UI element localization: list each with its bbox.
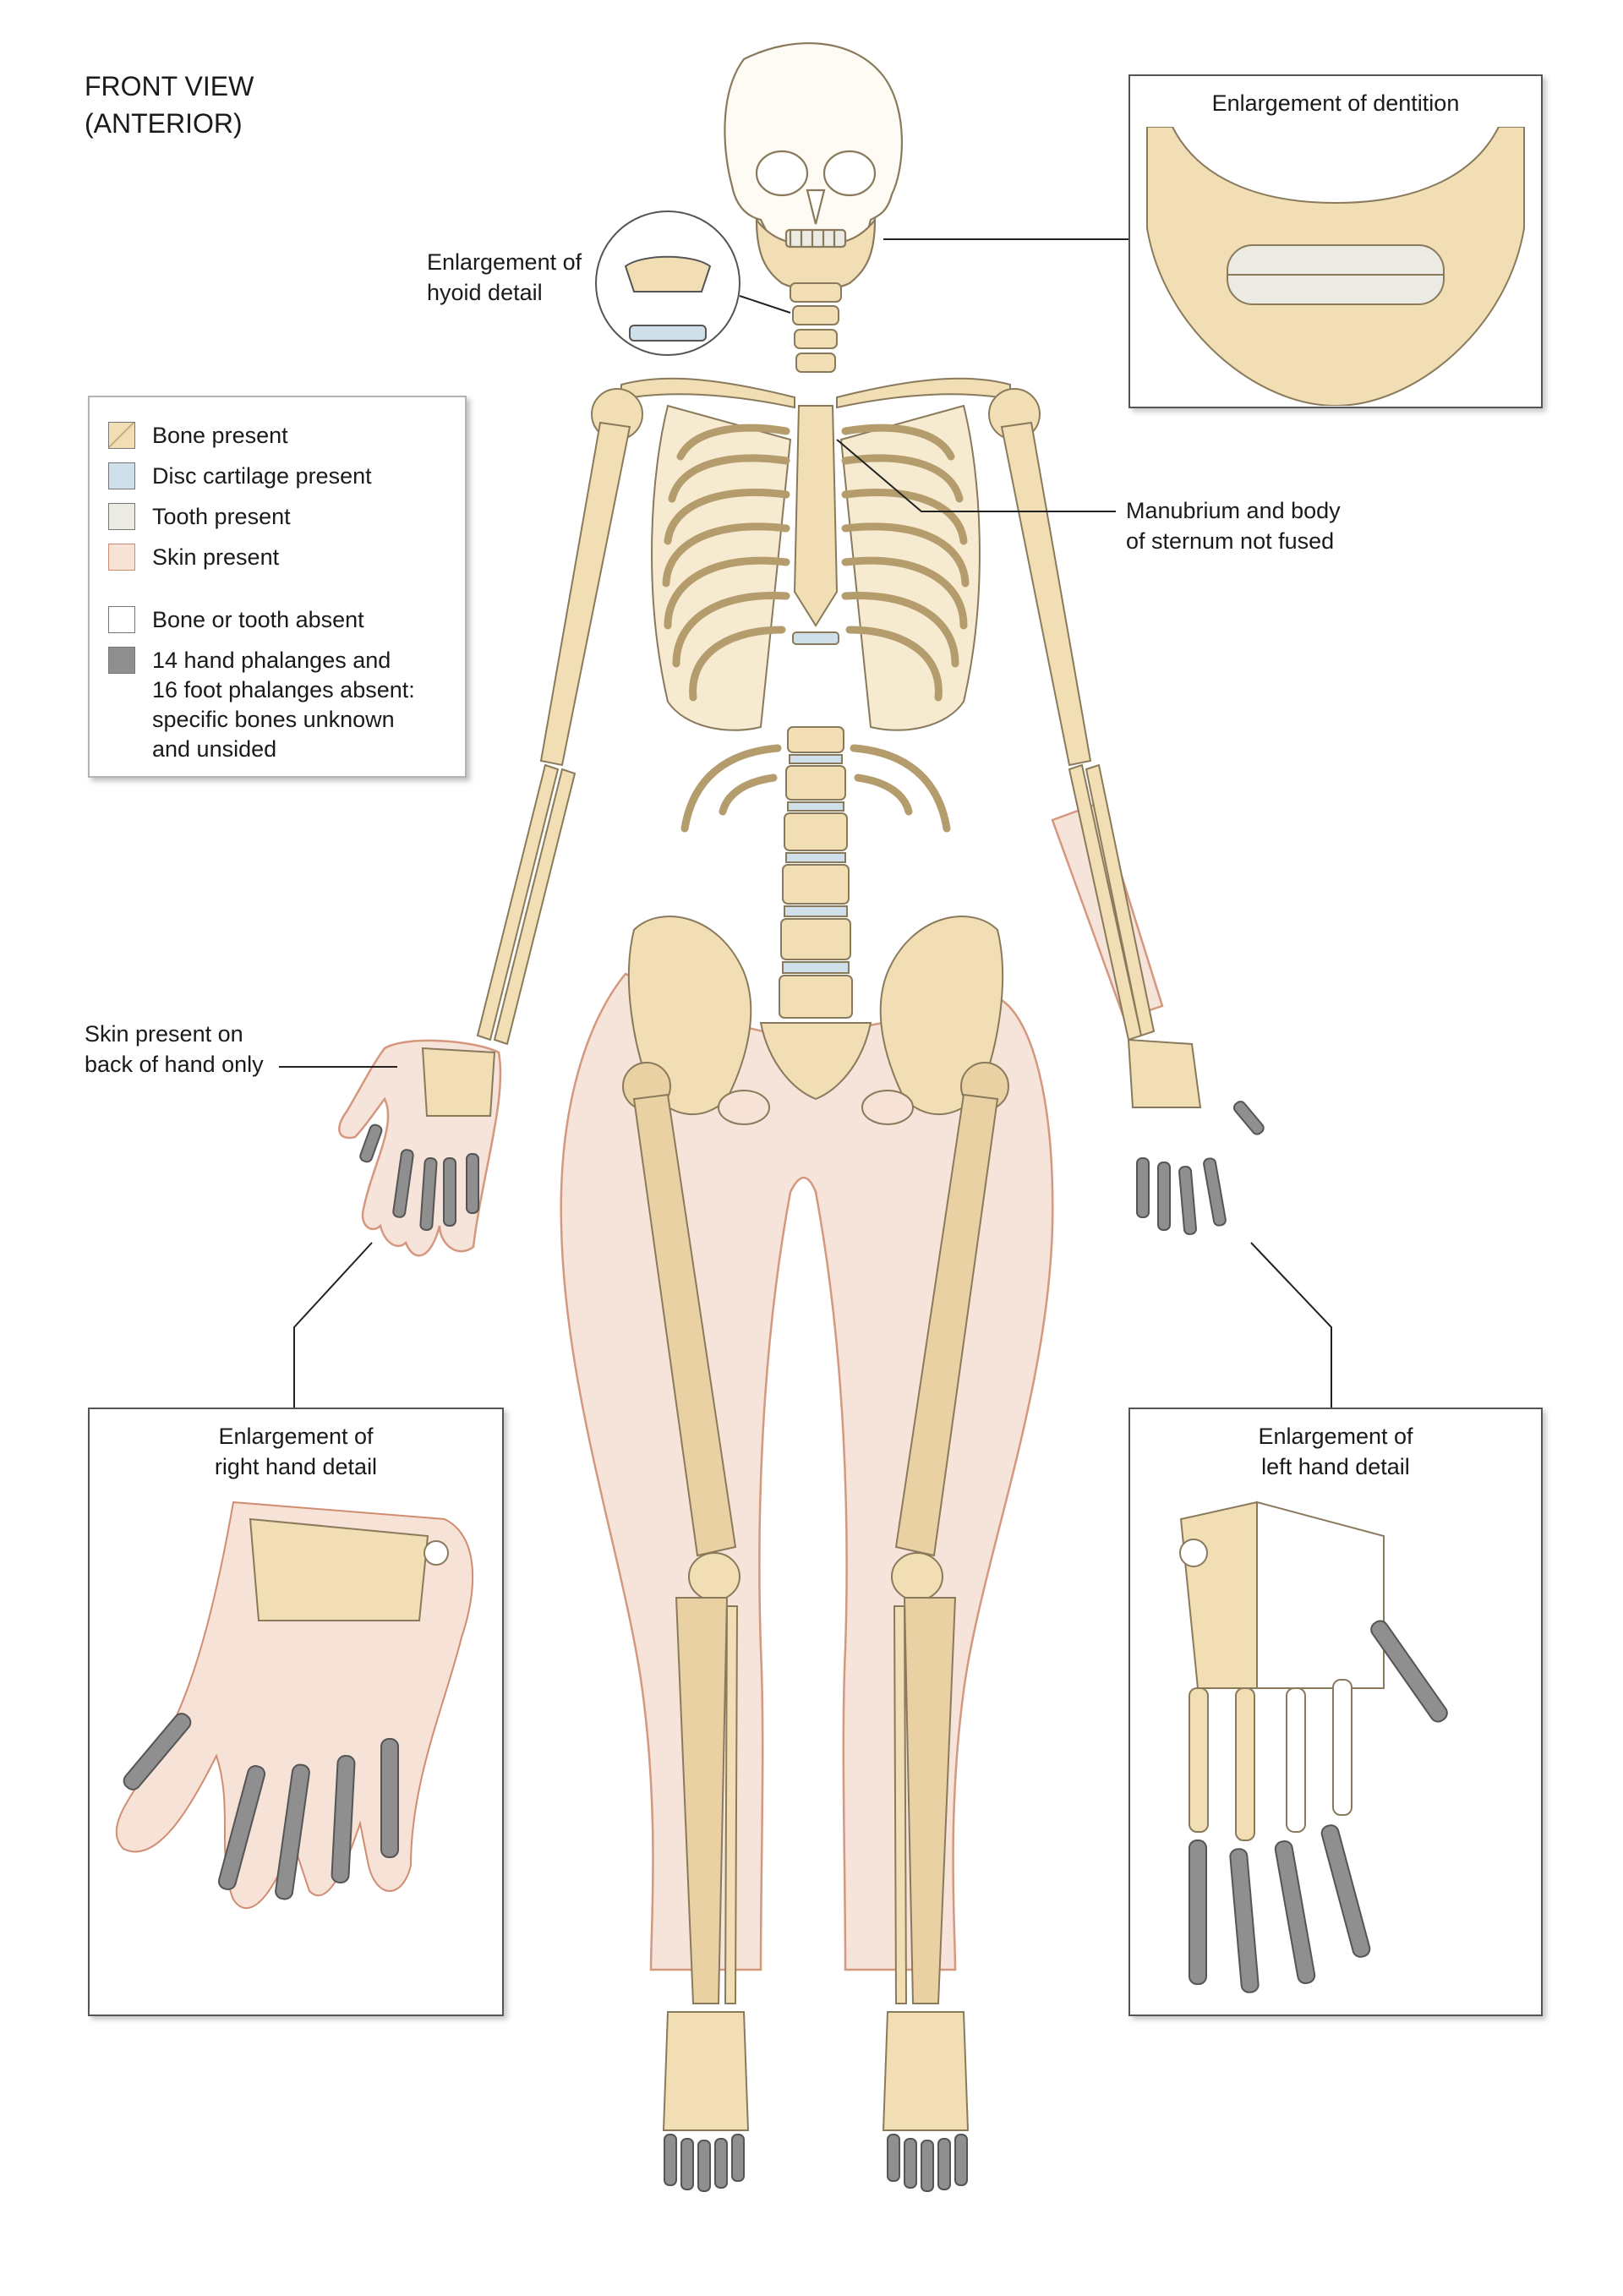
left-hand-enlargement-box: Enlargement of left hand detail <box>1128 1408 1543 2016</box>
right-hand-illustration <box>115 1501 474 1910</box>
left-hand-leader <box>1250 1242 1332 1408</box>
nasal-cavity <box>806 189 826 225</box>
dentition-box-title: Enlargement of dentition <box>1211 90 1460 116</box>
sternum <box>793 405 839 627</box>
bone-swatch <box>108 422 135 449</box>
cranium <box>724 42 904 267</box>
ribs <box>662 424 970 702</box>
legend-item-unknown: 14 hand phalanges and 16 foot phalanges … <box>108 646 415 764</box>
right-obturator <box>718 1090 770 1125</box>
legend: Bone present Disc cartilage present Toot… <box>88 396 467 778</box>
sacrum <box>759 1022 872 1101</box>
left-hand-box-title: Enlargement of left hand detail <box>1258 1424 1413 1479</box>
right-femur <box>632 1093 737 1557</box>
right-foot <box>662 2011 750 2131</box>
rib-cage-outline <box>651 404 981 731</box>
sternum-leader <box>836 439 1116 512</box>
arms <box>476 388 1156 1046</box>
absent-swatch <box>108 606 135 633</box>
lumbar-discs-and-vertebrae <box>779 726 853 1019</box>
legend-label: Disc cartilage present <box>152 463 372 489</box>
floating-ribs <box>680 744 951 833</box>
skin-hand-callout-label: Skin present on back of hand only <box>85 1021 264 1077</box>
legend-item-skin: Skin present <box>108 543 279 572</box>
legs <box>622 1062 1009 2004</box>
legend-label: Bone present <box>152 423 288 448</box>
right-hand-small <box>359 1047 496 1231</box>
hyoid-enlargement <box>595 210 791 356</box>
disc-swatch <box>108 462 135 489</box>
left-hand-illustration <box>1179 1501 1448 1993</box>
right-orbit <box>755 150 809 197</box>
right-tibia <box>675 1597 729 2004</box>
legend-label: Tooth present <box>152 504 291 529</box>
right-hand-leader <box>293 1242 373 1408</box>
left-obturator <box>861 1090 914 1125</box>
right-radius <box>476 763 560 1041</box>
legend-label: Skin present <box>152 544 280 570</box>
pelvis <box>627 916 1004 1125</box>
rib-cage <box>620 377 1011 833</box>
legend-item-tooth: Tooth present <box>108 502 291 532</box>
right-fibula <box>724 1605 739 2004</box>
page-title: FRONT VIEW (ANTERIOR) <box>85 71 254 139</box>
upper-teeth <box>784 228 847 249</box>
left-orbit <box>822 150 877 197</box>
left-fibula <box>893 1605 908 2004</box>
feet <box>662 2011 970 2192</box>
right-hand-box-title: Enlargement of right hand detail <box>214 1424 378 1479</box>
xiphoid-cartilage <box>792 631 839 645</box>
right-toes <box>664 2134 745 2192</box>
right-humerus <box>539 421 631 767</box>
hyoid-callout-label: Enlargement of hyoid detail <box>427 249 582 305</box>
right-patella <box>688 1552 740 1601</box>
left-humerus <box>1000 421 1092 767</box>
legend-item-disc: Disc cartilage present <box>108 462 372 491</box>
left-foot <box>882 2011 970 2131</box>
spine <box>759 282 872 1101</box>
sternum-callout-label: Manubrium and body of sternum not fused <box>1126 498 1341 554</box>
legend-item-bone: Bone present <box>108 421 288 451</box>
right-clavicle <box>620 377 795 409</box>
left-patella <box>891 1552 943 1601</box>
unknown-swatch <box>108 647 135 674</box>
legend-item-absent: Bone or tooth absent <box>108 605 364 635</box>
right-hand-enlargement-box: Enlargement of right hand detail <box>88 1408 504 2016</box>
tooth-swatch <box>108 503 135 530</box>
skull <box>724 42 904 291</box>
legend-label: Bone or tooth absent <box>152 607 364 632</box>
left-tibia <box>903 1597 957 2004</box>
cervical-vertebrae <box>790 282 842 373</box>
right-ulna <box>493 768 577 1046</box>
dentition-illustration <box>1146 127 1525 406</box>
left-hand-small <box>1127 1038 1265 1235</box>
left-clavicle <box>836 377 1011 409</box>
left-femur <box>894 1093 999 1557</box>
legend-label: 14 hand phalanges and 16 foot phalanges … <box>152 648 415 762</box>
dentition-enlargement-box: Enlargement of dentition <box>1128 74 1543 408</box>
left-ulna <box>1085 763 1156 1037</box>
left-toes <box>887 2134 968 2192</box>
skin-swatch <box>108 544 135 571</box>
leader-lines <box>279 238 1332 1408</box>
